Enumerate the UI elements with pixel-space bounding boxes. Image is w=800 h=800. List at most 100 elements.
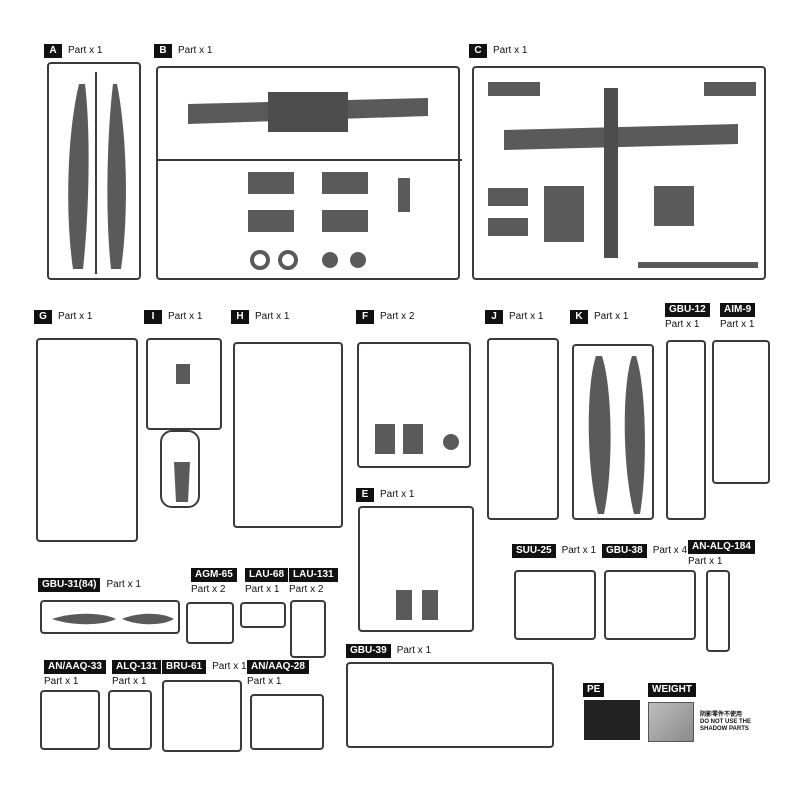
sprue-E-frame	[358, 506, 474, 632]
sprue-AIM9-frame	[712, 340, 770, 484]
sprue-ALQ131-label: ALQ-131 Part x 1	[112, 660, 162, 688]
sprue-tag: B	[154, 44, 172, 58]
sprue-LAU131-frame	[290, 600, 326, 658]
sprue-BRU61-label: BRU-61 Part x 1	[162, 660, 247, 674]
sprue-F-label: F Part x 2	[356, 310, 414, 324]
shadow-parts-note: 阴影零件不使用 DO NOT USE THE SHADOW PARTS	[700, 712, 751, 733]
sprue-H-frame	[233, 342, 343, 528]
sprue-B-parts	[158, 92, 462, 270]
sprue-C-parts	[488, 82, 758, 268]
sprue-K-frame	[572, 344, 654, 520]
sprue-count: Part x 1	[594, 311, 629, 322]
weight-image	[648, 702, 694, 742]
sprue-count: Part x 1	[561, 545, 597, 556]
pe-label: PE	[583, 683, 605, 697]
sprue-tag: BRU-61	[162, 660, 207, 674]
sprue-ANAAQ33-label: AN/AAQ-33 Part x 1	[44, 660, 106, 688]
sprue-GBU12-frame	[666, 340, 706, 520]
sprue-LAU68-label: LAU-68 Part x 1	[245, 568, 289, 596]
sprue-count: Part x 1	[493, 45, 528, 56]
note-en-1: DO NOT USE THE	[700, 719, 752, 725]
pe-tag: PE	[583, 683, 605, 697]
sprue-E-label: E Part x 1	[356, 488, 414, 502]
sprue-count: Part x 1	[178, 45, 213, 56]
sprue-tag: AGM-65	[191, 568, 237, 582]
sprue-K-label: K Part x 1	[570, 310, 628, 324]
sprue-count: Part x 1	[106, 579, 141, 590]
sprue-GBU31-label: GBU-31(84) Part x 1	[38, 578, 141, 592]
sprue-count: Part x 1	[720, 319, 755, 330]
sprue-A-parts	[68, 72, 126, 274]
sprue-J-label: J Part x 1	[485, 310, 543, 324]
sprue-H-label: H Part x 1	[231, 310, 289, 324]
sprue-F-parts	[375, 424, 459, 454]
note-en-2: SHADOW PARTS	[700, 726, 749, 732]
sprue-tag: SUU-25	[512, 544, 556, 558]
sprue-count: Part x 4	[652, 545, 688, 556]
sprue-tag: G	[34, 310, 52, 324]
sprue-ALQ131-frame	[108, 690, 152, 750]
sprue-I-frame	[146, 338, 222, 430]
sprue-tag: I	[144, 310, 162, 324]
sprue-G-frame	[36, 338, 138, 542]
sprue-K-parts	[588, 356, 645, 514]
sprue-AGM65-frame	[186, 602, 234, 644]
sprue-count: Part x 1	[58, 311, 93, 322]
sprue-G-label: G Part x 1	[34, 310, 92, 324]
sprue-tag: H	[231, 310, 249, 324]
weight-tag: WEIGHT	[648, 683, 696, 697]
sprue-tag: C	[469, 44, 487, 58]
sprue-tag: LAU-131	[289, 568, 338, 582]
sprue-BRU61-frame	[162, 680, 242, 752]
sprue-AGM65-label: AGM-65 Part x 2	[191, 568, 237, 596]
sprue-tag: J	[485, 310, 503, 324]
sprue-tag: ALQ-131	[112, 660, 162, 674]
sprue-count: Part x 1	[245, 584, 280, 595]
sprue-SUU25-label: SUU-25 Part x 1	[512, 544, 596, 558]
sprue-C-frame	[472, 66, 766, 280]
sprue-count: Part x 1	[688, 556, 723, 567]
sprue-ANAAQ28-frame	[250, 694, 324, 750]
sprue-count: Part x 1	[255, 311, 290, 322]
sprue-E-parts	[396, 590, 438, 620]
sprue-ANAAQ28-label: AN/AAQ-28 Part x 1	[247, 660, 309, 688]
sprue-LAU68-frame	[240, 602, 286, 628]
sprue-I-label: I Part x 1	[144, 310, 202, 324]
sprue-count: Part x 1	[112, 676, 147, 687]
sprue-GBU39-label: GBU-39 Part x 1	[346, 644, 431, 658]
sprue-tag: GBU-31(84)	[38, 578, 101, 592]
sprue-tag: GBU-12	[665, 303, 710, 317]
sprue-GBU38-frame	[604, 570, 696, 640]
sprue-GBU31-frame	[40, 600, 180, 634]
sprue-tag: AIM-9	[720, 303, 756, 317]
sprue-count: Part x 1	[44, 676, 79, 687]
sprue-C-label: C Part x 1	[469, 44, 527, 58]
sprue-LAU131-label: LAU-131 Part x 2	[289, 568, 338, 596]
sprue-GBU38-label: GBU-38 Part x 4	[602, 544, 687, 558]
sprue-count: Part x 1	[665, 319, 700, 330]
sprue-GBU39-frame	[346, 662, 554, 748]
sprue-tag: K	[570, 310, 588, 324]
sprue-count: Part x 1	[212, 661, 247, 672]
sprue-count: Part x 1	[380, 489, 415, 500]
sprue-I-parts	[176, 364, 190, 384]
sprue-ANAAQ33-frame	[40, 690, 100, 750]
sprue-count: Part x 1	[396, 645, 432, 656]
sprue-tag: AN/AAQ-28	[247, 660, 309, 674]
sprue-I-stem	[160, 430, 200, 508]
sprue-F-frame	[357, 342, 471, 468]
sprue-I-part-lower	[174, 462, 190, 502]
sprue-ANALQ184-frame	[706, 570, 730, 652]
sprue-A-frame	[47, 62, 141, 280]
sprue-count: Part x 2	[380, 311, 415, 322]
sprue-count: Part x 1	[247, 676, 282, 687]
sprue-SUU25-frame	[514, 570, 596, 640]
sprue-tag: AN-ALQ-184	[688, 540, 755, 554]
sprue-tag: LAU-68	[245, 568, 289, 582]
sprue-tag: A	[44, 44, 62, 58]
pe-fret-image	[584, 700, 640, 740]
note-cn: 阴影零件不使用	[700, 712, 743, 718]
sprue-count: Part x 1	[168, 311, 203, 322]
sprue-B-frame	[156, 66, 462, 280]
sprue-tag: GBU-39	[346, 644, 391, 658]
